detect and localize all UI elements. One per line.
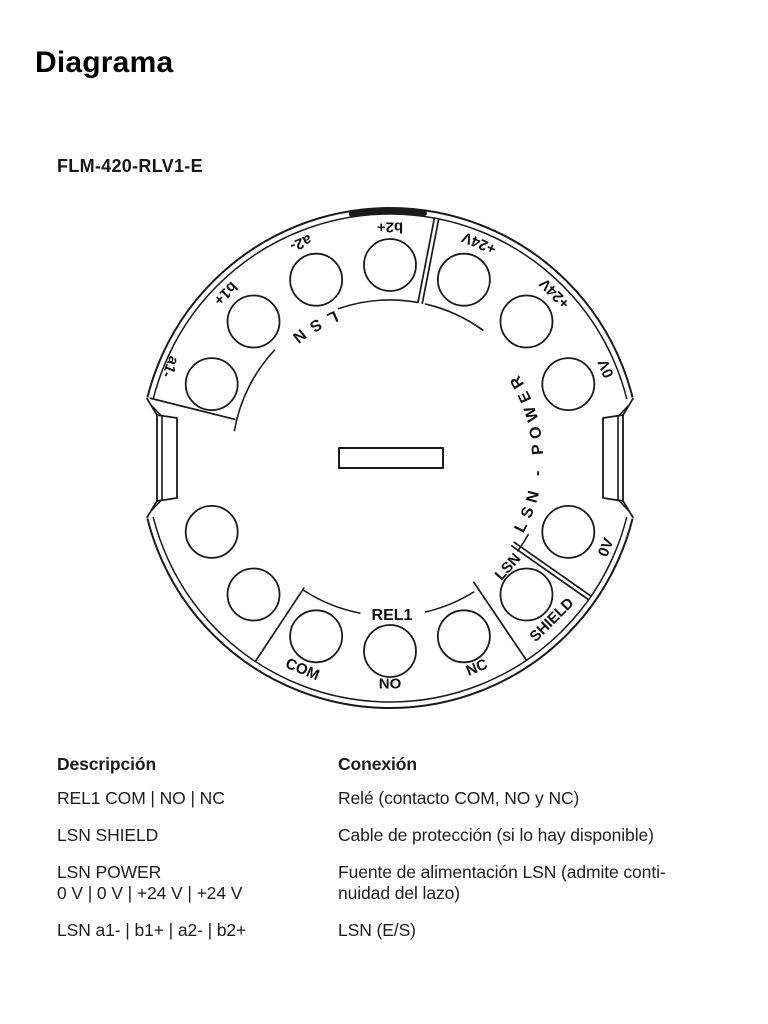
right-notch-bottom-connector — [617, 498, 630, 512]
terminal-circle — [226, 567, 281, 622]
group-label-lsn-loop: LSN — [282, 307, 340, 351]
group-label-lsn-power: LSN - POWER — [504, 368, 547, 536]
page-title: Diagrama — [35, 46, 174, 79]
terminal-circle — [184, 357, 239, 412]
table-header-description: Descripción — [57, 754, 157, 774]
terminal-label: +24V — [536, 275, 573, 312]
left-notch-bottom-connector — [150, 498, 163, 512]
orientation-mark — [348, 208, 427, 217]
table-cell-line: Relé (contacto COM, NO y NC) — [338, 788, 580, 808]
terminal-label: b1+ — [210, 278, 241, 309]
table-cell-connection: LSN (E/S) — [338, 920, 707, 941]
terminal-circle — [436, 252, 491, 307]
wiring-table: Descripción Conexión REL1 COM | NO | NC R… — [57, 754, 707, 957]
terminal-circle — [289, 609, 344, 664]
sector-line — [513, 541, 592, 598]
terminal-circle — [184, 504, 239, 559]
table-cell-description: REL1 COM | NO | NC — [57, 788, 338, 809]
table-cell-description: LSN SHIELD — [57, 825, 338, 846]
left-notch-mask — [130, 395, 164, 521]
sector-arc — [337, 299, 419, 310]
terminal-circle — [541, 357, 596, 412]
left-notch-top-connector — [150, 404, 163, 418]
sector-line — [510, 544, 590, 601]
table-cell-description: LSN a1- | b1+ | a2- | b2+ — [57, 920, 338, 941]
terminal-label: 0V — [595, 536, 618, 559]
figure-model: FLM-420-RLV1-E — [57, 156, 203, 176]
terminal-circle — [363, 238, 417, 292]
base-terminal-diagram: a1-b1+a2-b2++24V+24V0V0VSHIELDNCNOCOMLSN… — [130, 207, 650, 709]
table-cell-line: LSN SHIELD — [57, 825, 159, 845]
terminal-circle — [289, 252, 344, 307]
right-notch-top-connector — [617, 404, 630, 418]
terminal-circle — [436, 609, 491, 664]
sector-line — [417, 217, 436, 304]
table-cell-connection: Relé (contacto COM, NO y NC) — [338, 788, 707, 809]
table-cell-line: Fuente de alimentación LSN (admite conti… — [338, 862, 666, 882]
table-cell-line: nuidad del lazo) — [338, 883, 460, 903]
table-cell-connection: Cable de protección (si lo hay disponibl… — [338, 825, 707, 846]
center-slot — [338, 447, 444, 469]
right-notch-mask — [616, 395, 650, 521]
left-notch-tab — [156, 414, 178, 502]
base-inner-rim — [145, 213, 635, 703]
terminal-label: b2+ — [377, 219, 404, 236]
terminal-circle — [363, 624, 417, 678]
terminal-label: NC — [464, 656, 491, 680]
sector-arc — [233, 349, 276, 432]
table-cell-line: LSN a1- | b1+ | a2- | b2+ — [57, 920, 247, 940]
terminal-circle — [226, 294, 281, 349]
table-cell-line: LSN POWER — [57, 862, 162, 882]
table-cell-connection: Fuente de alimentación LSN (admite conti… — [338, 862, 707, 904]
table-cell-line: Cable de protección (si lo hay disponibl… — [338, 825, 654, 845]
terminal-circle — [499, 567, 554, 622]
sector-line — [421, 218, 440, 305]
sector-arc — [424, 591, 475, 613]
table-header-connection: Conexión — [338, 754, 417, 774]
table-cell-line: REL1 COM | NO | NC — [57, 788, 225, 808]
terminal-label: 0V — [595, 357, 618, 380]
sector-arc — [303, 589, 361, 614]
base-outer-rim — [139, 207, 641, 709]
table-cell-line: LSN (E/S) — [338, 920, 416, 940]
table-cell-line: 0 V | 0 V | +24 V | +24 V — [57, 883, 243, 903]
sector-line — [149, 397, 236, 421]
terminal-label: NO — [379, 676, 402, 693]
terminal-circle — [499, 294, 554, 349]
group-label-lsn-shield: LSN — [492, 550, 525, 584]
group-label-rel1: REL1 — [372, 607, 413, 624]
right-notch-tab — [602, 414, 624, 502]
sector-line — [255, 587, 305, 662]
sector-arc — [424, 303, 484, 331]
terminal-circle — [541, 504, 596, 559]
sector-line — [473, 581, 528, 662]
